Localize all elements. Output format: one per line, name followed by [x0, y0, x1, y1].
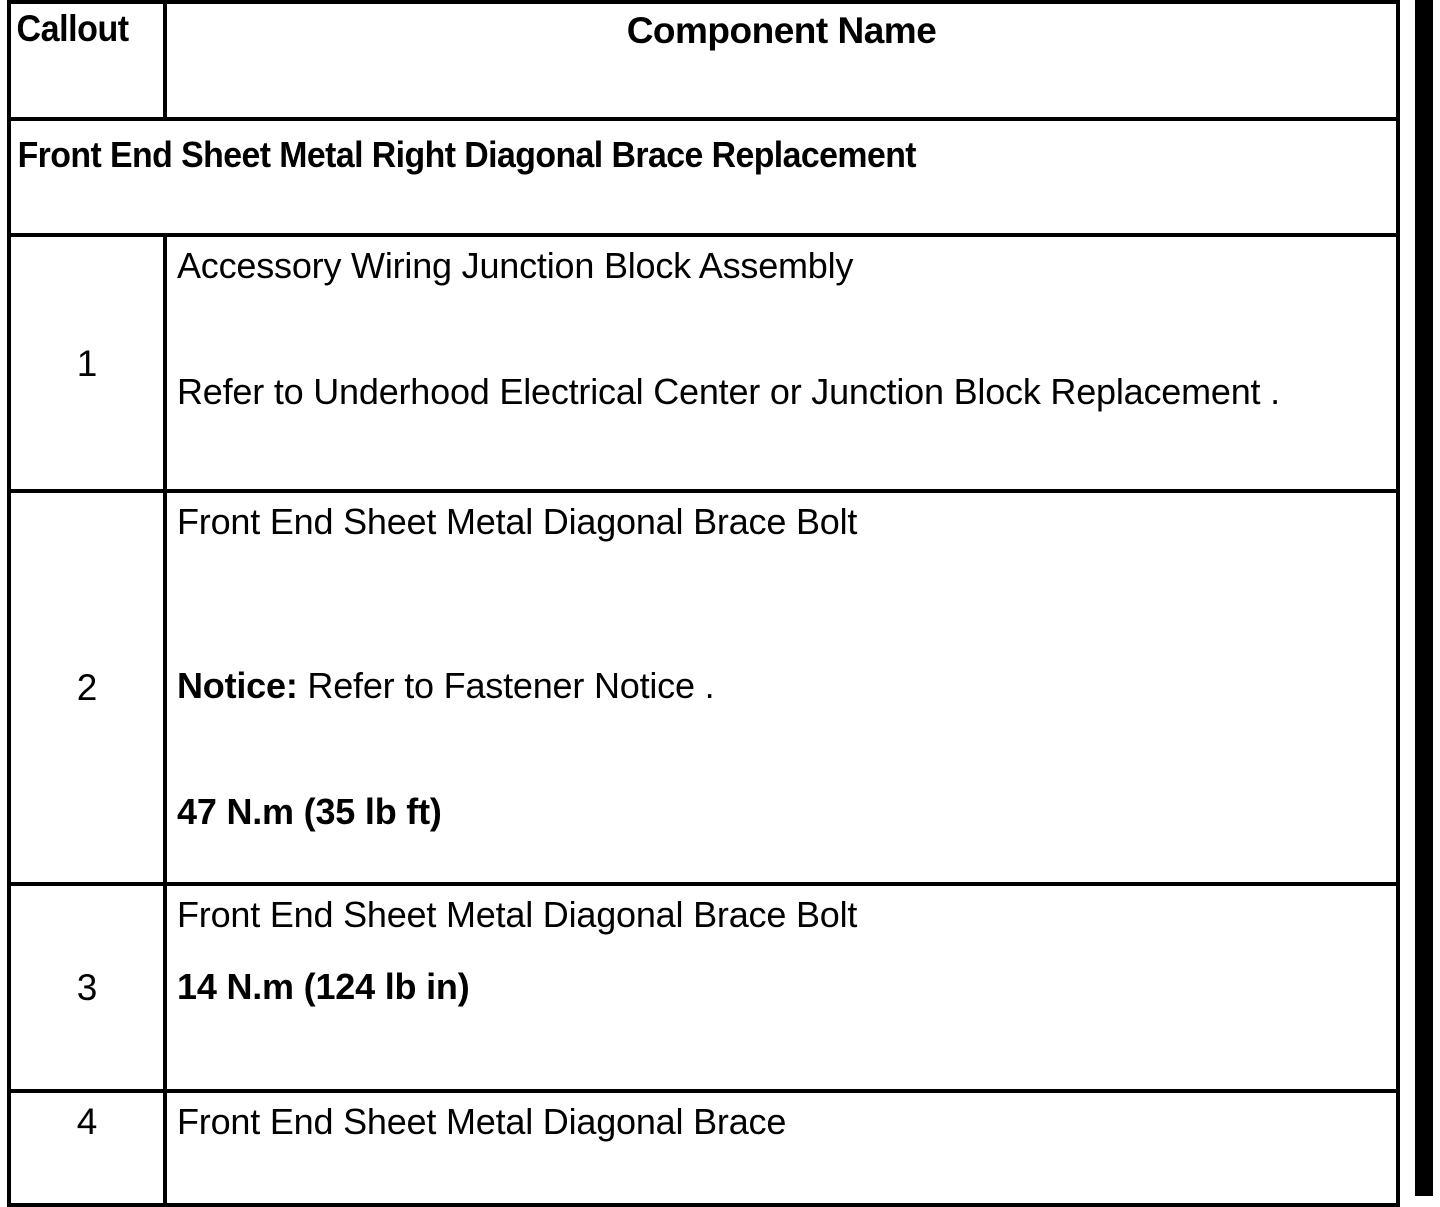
component-title-line: Front End Sheet Metal Diagonal Brace Bol… [177, 894, 858, 935]
header-label-callout: Callout [16, 8, 130, 49]
component-cell: Accessory Wiring Junction Block Assembly… [163, 233, 1400, 493]
component-description: Front End Sheet Metal Diagonal Brace [167, 1093, 1396, 1151]
component-title-line: Front End Sheet Metal Diagonal Brace Bol… [177, 501, 858, 542]
table-header-row: Callout Component Name [7, 0, 1400, 121]
notice-label: Notice: [177, 664, 298, 706]
component-notice-line: Notice: Refer to Fastener Notice . [177, 664, 1388, 706]
spacer [177, 934, 1388, 968]
callout-cell: 1 [7, 233, 167, 493]
notice-text: Refer to Fastener Notice . [297, 664, 715, 706]
table-row: 1 Accessory Wiring Junction Block Assemb… [7, 233, 1400, 493]
section-title-row: Front End Sheet Metal Right Diagonal Bra… [7, 117, 1400, 237]
section-title-cell: Front End Sheet Metal Right Diagonal Bra… [7, 117, 1400, 237]
component-cell: Front End Sheet Metal Diagonal Brace [163, 1089, 1400, 1207]
spacer [177, 285, 1388, 373]
component-cell: Front End Sheet Metal Diagonal Brace Bol… [163, 882, 1400, 1093]
header-cell-component-name: Component Name [163, 0, 1400, 121]
callout-number: 2 [76, 667, 98, 708]
callout-cell: 4 [7, 1089, 167, 1207]
component-description: Accessory Wiring Junction Block Assembly… [167, 237, 1396, 421]
callout-number: 4 [76, 1101, 98, 1142]
component-reference-line: Refer to Underhood Electrical Center or … [177, 370, 1280, 412]
component-callout-table: Callout Component Name Front End Sheet M… [7, 0, 1400, 1207]
spacer [177, 629, 1388, 667]
torque-spec: 47 N.m (35 lb ft) [177, 790, 442, 832]
table-row: 4 Front End Sheet Metal Diagonal Brace [7, 1089, 1400, 1207]
spacer [177, 541, 1388, 629]
header-label-component-name: Component Name [626, 10, 937, 51]
component-title-line: Front End Sheet Metal Diagonal Brace [177, 1101, 787, 1142]
section-title: Front End Sheet Metal Right Diagonal Bra… [17, 134, 917, 175]
callout-number: 3 [76, 967, 98, 1008]
spacer [177, 705, 1388, 793]
component-title-line: Accessory Wiring Junction Block Assembly [177, 245, 854, 286]
component-description: Front End Sheet Metal Diagonal Brace Bol… [167, 493, 1396, 840]
header-cell-callout: Callout [7, 0, 167, 121]
table-row: 3 Front End Sheet Metal Diagonal Brace B… [7, 882, 1400, 1093]
callout-cell: 3 [7, 882, 167, 1093]
torque-spec: 14 N.m (124 lb in) [177, 965, 470, 1007]
table-row: 2 Front End Sheet Metal Diagonal Brace B… [7, 489, 1400, 886]
component-cell: Front End Sheet Metal Diagonal Brace Bol… [163, 489, 1400, 886]
component-description: Front End Sheet Metal Diagonal Brace Bol… [167, 886, 1396, 1016]
callout-number: 1 [76, 342, 98, 384]
callout-cell: 2 [7, 489, 167, 886]
page-margin-bar [1415, 0, 1433, 1196]
